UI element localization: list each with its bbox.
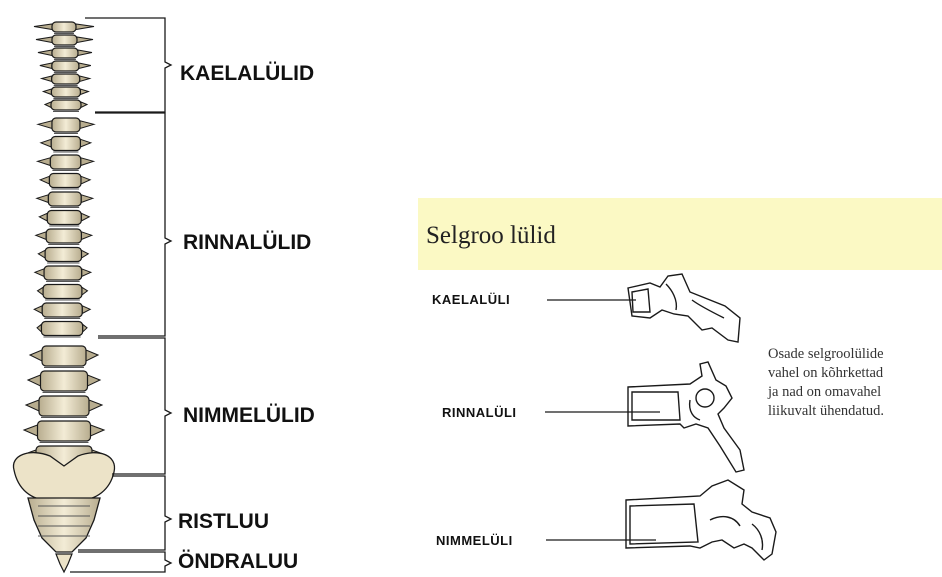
vertebra-cervical xyxy=(51,87,80,97)
cervical-vertebra-drawing xyxy=(628,274,740,342)
transverse-process-right xyxy=(81,213,89,221)
transverse-process-right xyxy=(82,287,88,295)
transverse-process-left xyxy=(38,158,51,166)
transverse-process-right xyxy=(82,269,91,277)
vertebra-lumbar xyxy=(38,421,91,441)
transverse-process-left xyxy=(34,24,52,30)
transverse-process-right xyxy=(76,24,94,30)
vertebra-thoracic xyxy=(45,248,81,262)
transverse-process-right xyxy=(79,63,91,69)
vertebra-cervical xyxy=(52,22,76,32)
label-coccyx-region: ÖNDRALUU xyxy=(178,550,298,574)
label-thoracic-vertebra: RINNALÜLI xyxy=(442,405,517,420)
transverse-process-right xyxy=(80,89,88,95)
transverse-process-right xyxy=(80,76,90,82)
transverse-process-left xyxy=(38,50,52,56)
transverse-process-left xyxy=(41,139,51,147)
label-lumbar-vertebra: NIMMELÜLI xyxy=(436,533,513,548)
vertebral-column xyxy=(13,22,114,572)
transverse-process-right xyxy=(78,50,92,56)
label-sacrum-region: RISTLUU xyxy=(178,510,269,534)
vertebra-thoracic xyxy=(48,192,81,206)
vertebra-lumbar xyxy=(42,346,86,366)
bracket-cervical xyxy=(85,18,171,112)
transverse-process-left xyxy=(42,76,52,82)
vertebra-cervical xyxy=(52,61,79,71)
transverse-process-left xyxy=(34,306,42,314)
transverse-process-right xyxy=(80,121,94,129)
vertebra-cervical xyxy=(52,35,77,45)
transverse-process-right xyxy=(81,195,93,203)
transverse-process-left xyxy=(38,121,52,129)
transverse-process-right xyxy=(80,139,90,147)
vertebra-thoracic xyxy=(42,303,82,317)
transverse-process-right xyxy=(91,425,105,436)
transverse-process-right xyxy=(89,400,102,411)
bracket-thoracic xyxy=(95,113,171,336)
coccyx xyxy=(56,554,72,572)
transverse-process-left xyxy=(43,89,51,95)
transverse-process-left xyxy=(36,232,46,240)
bracket-coccyx xyxy=(70,552,171,572)
transverse-process-left xyxy=(37,324,41,332)
vertebra-thoracic xyxy=(46,229,81,243)
transverse-process-right xyxy=(82,306,90,314)
transverse-process-left xyxy=(35,269,44,277)
bracket-lumbar xyxy=(98,338,171,474)
transverse-process-right xyxy=(81,250,88,258)
transverse-process-right xyxy=(86,350,98,361)
transverse-process-left xyxy=(38,250,45,258)
transverse-process-left xyxy=(37,195,49,203)
label-thoracic-region: RINNALÜLID xyxy=(183,231,311,255)
transverse-process-right xyxy=(81,176,90,184)
transverse-process-left xyxy=(37,287,43,295)
transverse-process-left xyxy=(28,375,41,386)
transverse-process-left xyxy=(40,63,52,69)
note-line: liikuvalt ühendatud. xyxy=(768,402,942,421)
note-line: ja nad on omavahel xyxy=(768,383,942,402)
vertebra-thoracic xyxy=(44,266,82,280)
transverse-process-left xyxy=(30,350,42,361)
transverse-process-right xyxy=(83,324,87,332)
diagram-title: Selgroo lülid xyxy=(426,222,556,250)
label-cervical-vertebra: KAELALÜLI xyxy=(432,292,510,307)
transverse-process-right xyxy=(77,37,93,43)
vertebra-thoracic xyxy=(47,211,81,225)
vertebra-thoracic xyxy=(43,285,82,299)
lumbar-vertebra-drawing xyxy=(626,480,776,560)
transverse-process-right xyxy=(81,232,91,240)
note-line: Osade selgroolülide xyxy=(768,345,942,364)
vertebra-thoracic xyxy=(49,174,81,188)
transverse-process-right xyxy=(88,375,101,386)
vertebra-lumbar xyxy=(41,371,88,391)
thoracic-vertebra-drawing xyxy=(628,362,744,472)
vertebra-cervical xyxy=(51,100,81,110)
vertebra-thoracic xyxy=(52,118,80,132)
transverse-process-left xyxy=(40,176,49,184)
transverse-process-right xyxy=(81,102,87,108)
note-line: vahel on kõhrkettad xyxy=(768,364,942,383)
vertebra-thoracic xyxy=(50,155,80,169)
vertebra-thoracic xyxy=(41,322,82,336)
label-cervical-region: KAELALÜLID xyxy=(180,62,314,86)
transverse-process-right xyxy=(81,158,94,166)
vertebra-thoracic xyxy=(51,137,80,151)
note-text: Osade selgroolülide vahel on kõhrkettad … xyxy=(768,345,942,421)
label-lumbar-region: NIMMELÜLID xyxy=(183,404,315,428)
transverse-process-left xyxy=(45,102,51,108)
vertebra-cervical xyxy=(52,48,78,58)
vertebra-cervical xyxy=(52,74,80,84)
transverse-process-left xyxy=(26,400,39,411)
transverse-process-left xyxy=(36,37,52,43)
transverse-process-left xyxy=(39,213,47,221)
transverse-process-left xyxy=(24,425,38,436)
vertebra-lumbar xyxy=(39,396,89,416)
